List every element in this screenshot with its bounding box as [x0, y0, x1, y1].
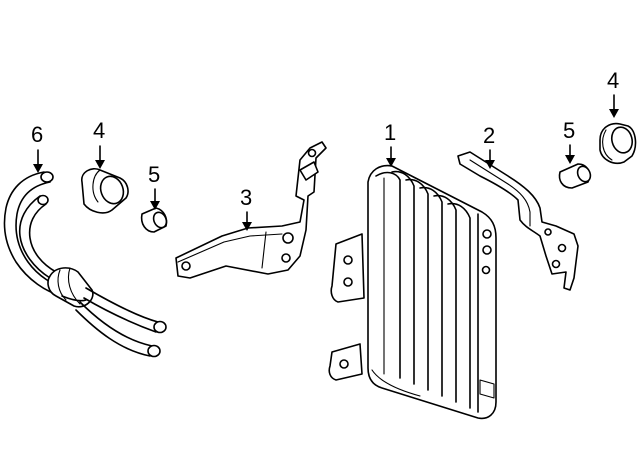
- callout-number: 6: [31, 122, 43, 147]
- oil-cooler: [328, 164, 497, 420]
- plug-right: [558, 163, 592, 189]
- callout-number: 3: [240, 185, 252, 210]
- plug-left: [140, 207, 168, 233]
- callout-3: 3: [240, 185, 252, 231]
- callout-4-left: 4: [93, 118, 105, 169]
- callout-number: 1: [384, 120, 396, 145]
- callout-4-right: 4: [607, 68, 619, 118]
- mount-bushing-left: [81, 167, 129, 214]
- callout-number: 4: [607, 68, 619, 93]
- callout-6: 6: [31, 122, 43, 173]
- support-bracket: [457, 151, 579, 291]
- mounting-bracket: [175, 141, 327, 279]
- callout-5-left: 5: [148, 162, 160, 210]
- callout-5-right: 5: [563, 118, 575, 164]
- callout-number: 4: [93, 118, 105, 143]
- callout-1: 1: [384, 120, 396, 167]
- hose-assembly: [3, 171, 167, 358]
- callout-number: 2: [483, 123, 495, 148]
- callout-2: 2: [483, 123, 495, 169]
- callout-number: 5: [563, 118, 575, 143]
- mount-bushing-right: [599, 122, 637, 165]
- callout-number: 5: [148, 162, 160, 187]
